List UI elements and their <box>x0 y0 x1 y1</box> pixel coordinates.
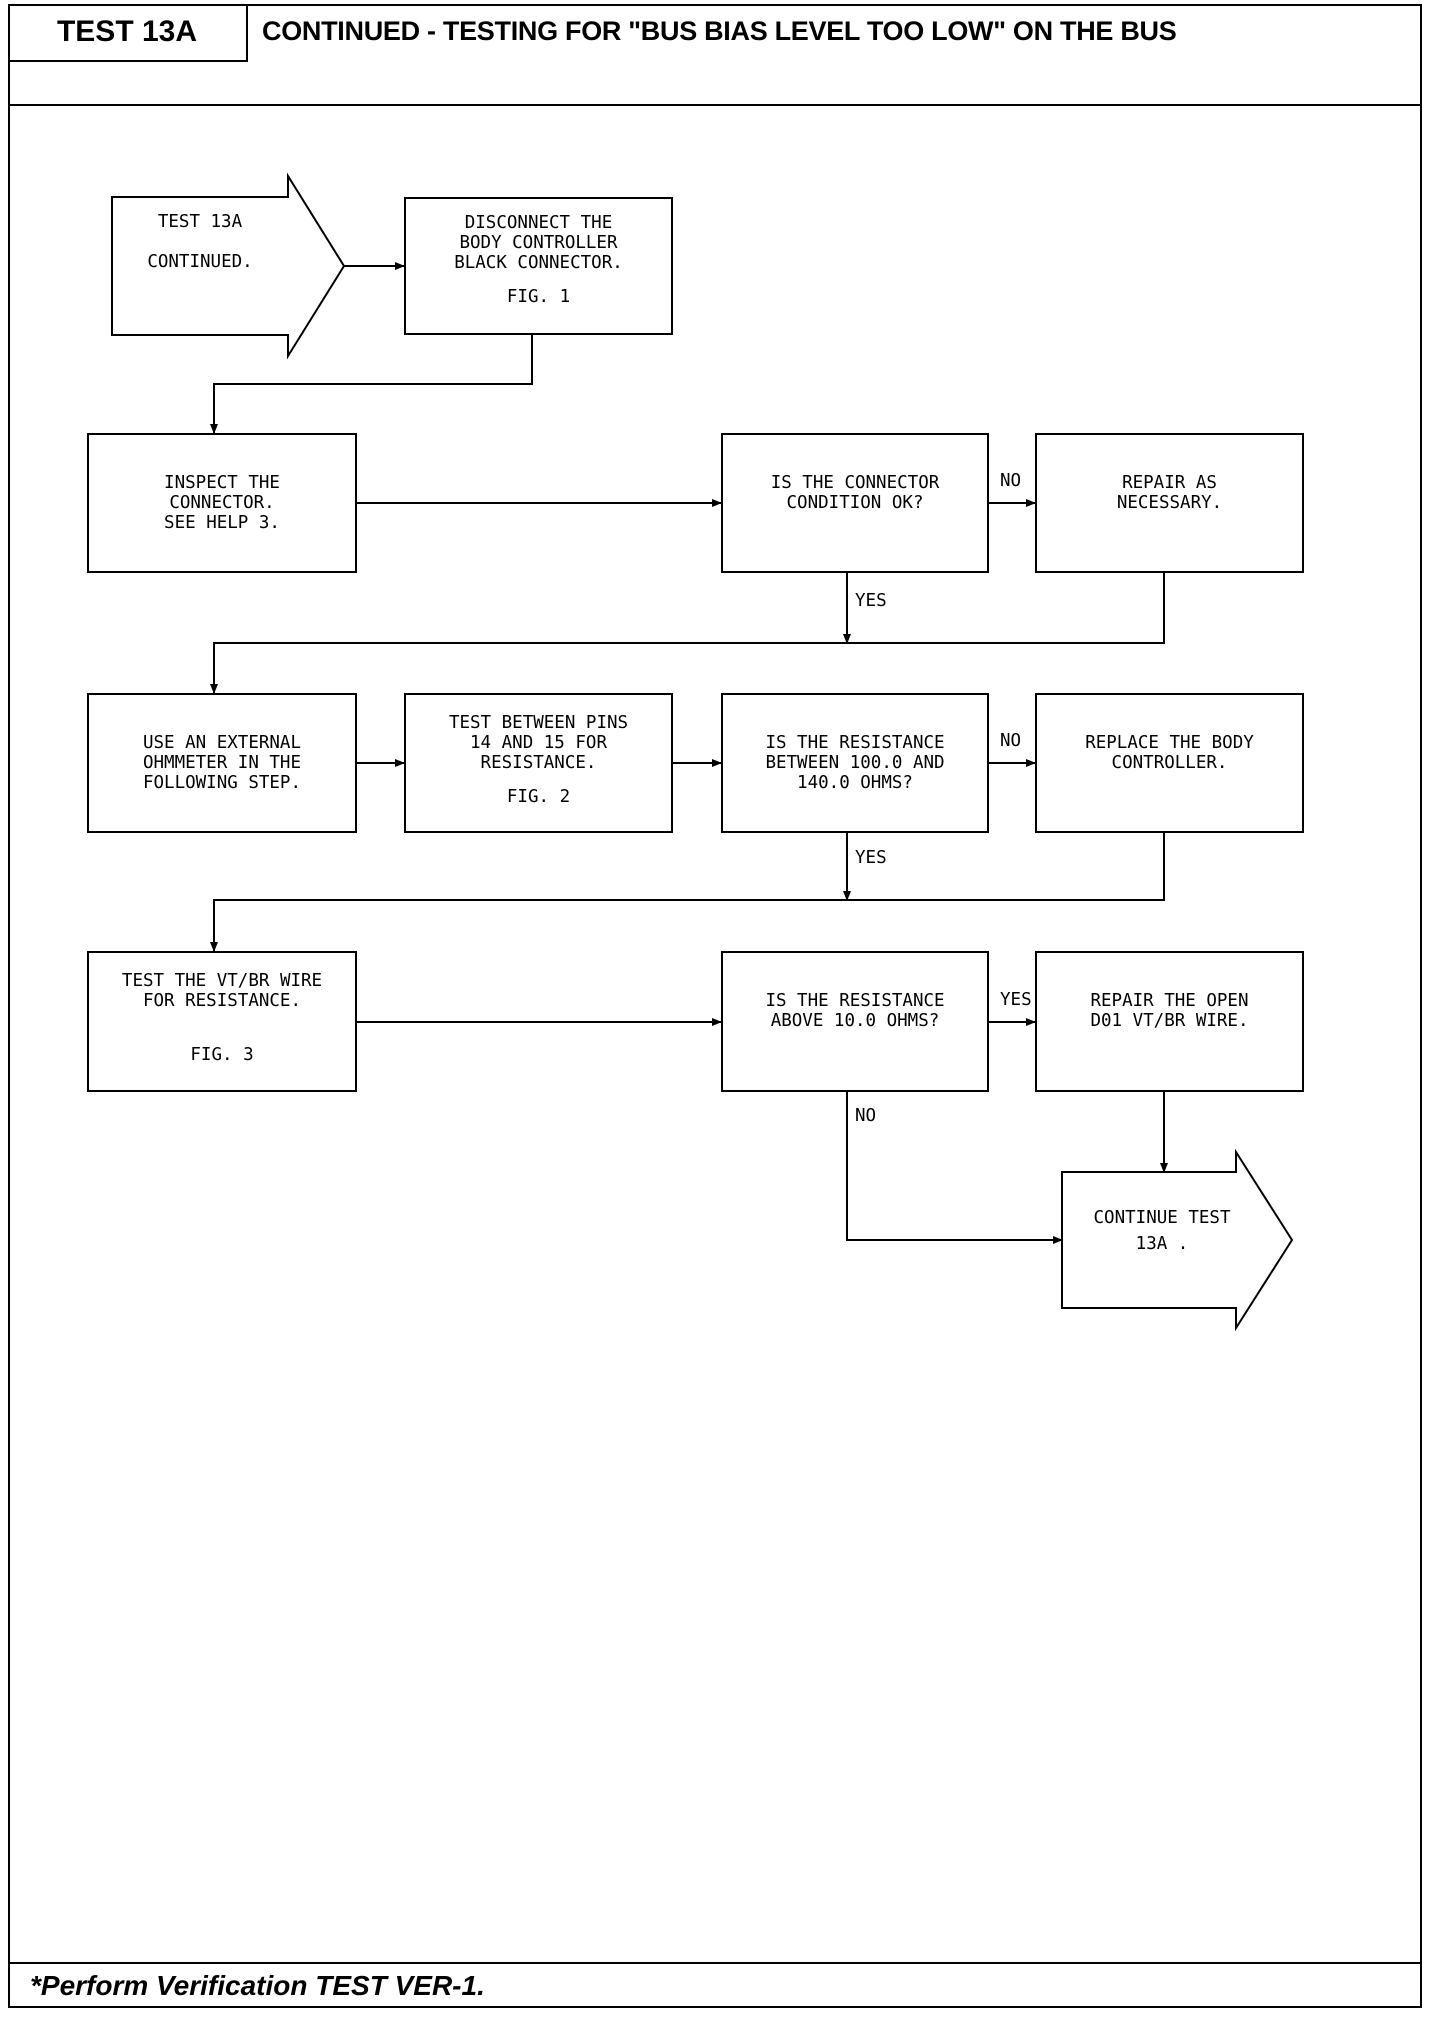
page-frame <box>8 4 1422 2008</box>
use-ohmmeter-step: USE AN EXTERNAL OHMMETER IN THE FOLLOWIN… <box>87 693 357 833</box>
start-node-line1: TEST 13A <box>157 212 243 232</box>
question-text-line: BETWEEN 100.0 AND <box>765 753 945 773</box>
step-text-line: NECESSARY. <box>1116 493 1223 513</box>
disconnect-connector-step: DISCONNECT THE BODY CONTROLLER BLACK CON… <box>404 197 673 335</box>
branch-label-no: NO <box>855 1106 877 1126</box>
step-text-line: CONTROLLER. <box>1111 753 1228 773</box>
question-text-line: CONDITION OK? <box>786 493 924 513</box>
verification-note: *Perform Verification TEST VER-1. <box>30 1970 485 2001</box>
header-divider <box>8 104 1422 106</box>
end-node-line2: 13A . <box>1135 1234 1189 1254</box>
step-text-line: DISCONNECT THE <box>464 213 613 233</box>
step-text-line: SEE HELP 3. <box>164 513 280 533</box>
figure-reference: FIG. 3 <box>190 1045 254 1065</box>
inspect-connector-step: INSPECT THE CONNECTOR. SEE HELP 3. <box>87 433 357 573</box>
repair-as-necessary-step: REPAIR AS NECESSARY. <box>1035 433 1304 573</box>
question-text-line: IS THE RESISTANCE <box>765 991 945 1011</box>
start-arrow-shape <box>111 172 346 360</box>
step-text-line: FOR RESISTANCE. <box>142 991 302 1011</box>
test-id: TEST 13A <box>8 4 248 62</box>
test-wire-step: TEST THE VT/BR WIRE FOR RESISTANCE. FIG.… <box>87 951 357 1092</box>
step-text-line: INSPECT THE <box>164 473 280 493</box>
resistance-range-question: IS THE RESISTANCE BETWEEN 100.0 AND 140.… <box>721 693 989 833</box>
step-text-line: REPAIR THE OPEN <box>1090 991 1249 1011</box>
step-text-line: OHMMETER IN THE <box>142 753 302 773</box>
end-node: CONTINUE TEST 13A . <box>1062 1208 1262 1254</box>
repair-open-wire-step: REPAIR THE OPEN D01 VT/BR WIRE. <box>1035 951 1304 1092</box>
step-text-line: REPAIR AS <box>1122 473 1217 493</box>
step-text-line: 14 AND 15 FOR <box>470 733 607 753</box>
branch-label-no: NO <box>1000 471 1022 491</box>
step-text-line: CONNECTOR. <box>169 493 275 513</box>
step-text-line: REPLACE THE BODY <box>1085 733 1254 753</box>
question-text-line: IS THE RESISTANCE <box>765 733 945 753</box>
footer-divider <box>8 1962 1422 1964</box>
end-arrow-shape <box>1061 1148 1294 1332</box>
resistance-above-question: IS THE RESISTANCE ABOVE 10.0 OHMS? <box>721 951 989 1092</box>
branch-label-yes: YES <box>855 591 887 611</box>
step-text-line: BODY CONTROLLER <box>459 233 618 253</box>
step-text-line: TEST THE VT/BR WIRE <box>121 971 323 991</box>
branch-label-yes: YES <box>1000 990 1032 1010</box>
branch-label-no: NO <box>1000 731 1022 751</box>
step-text-line: TEST BETWEEN PINS <box>448 713 629 733</box>
start-node: TEST 13A CONTINUED. <box>112 212 288 272</box>
question-text-line: 140.0 OHMS? <box>797 773 913 793</box>
step-text-line: FOLLOWING STEP. <box>142 773 302 793</box>
test-pins-step: TEST BETWEEN PINS 14 AND 15 FOR RESISTAN… <box>404 693 673 833</box>
step-text-line: RESISTANCE. <box>480 753 597 773</box>
replace-body-controller-step: REPLACE THE BODY CONTROLLER. <box>1035 693 1304 833</box>
question-text-line: ABOVE 10.0 OHMS? <box>770 1011 940 1031</box>
figure-reference: FIG. 1 <box>506 287 571 307</box>
start-node-line2: CONTINUED. <box>147 252 253 272</box>
end-node-line1: CONTINUE TEST <box>1093 1208 1231 1228</box>
branch-label-yes: YES <box>855 848 887 868</box>
step-text-line: BLACK CONNECTOR. <box>454 253 623 273</box>
connector-condition-question: IS THE CONNECTOR CONDITION OK? <box>721 433 989 573</box>
question-text-line: IS THE CONNECTOR <box>770 473 940 493</box>
step-text-line: USE AN EXTERNAL <box>142 733 302 753</box>
step-text-line: D01 VT/BR WIRE. <box>1090 1011 1249 1031</box>
page-title: CONTINUED - TESTING FOR "BUS BIAS LEVEL … <box>262 16 1177 46</box>
figure-reference: FIG. 2 <box>506 787 571 807</box>
